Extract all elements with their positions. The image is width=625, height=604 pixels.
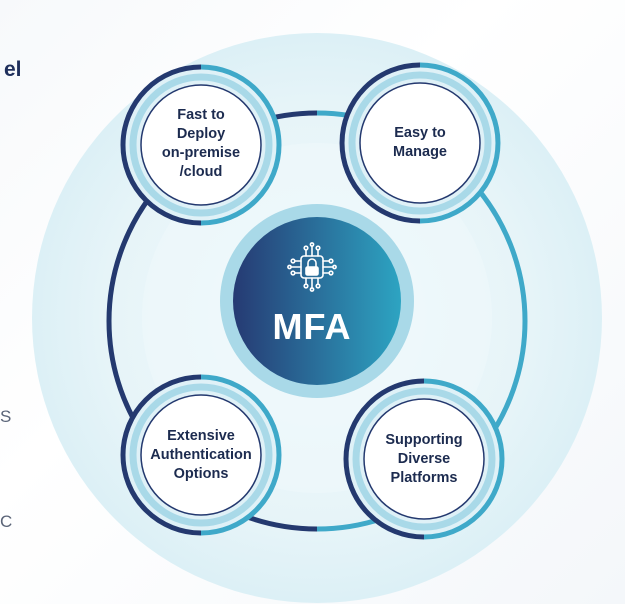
node-fast-deploy-circle [120,64,282,226]
node-label-line: on-premise [161,145,241,161]
node-label-line: Options [173,466,229,482]
node-auth-options-circle [120,374,282,536]
node-easy-manage-circle [339,62,501,224]
center-disc [233,217,401,385]
node-label-line: Extensive [167,428,235,444]
node-label-line: Diverse [397,451,451,467]
chip-lock-icon [287,242,337,292]
cropped-text-fragment: S [0,407,12,426]
node-label-line: Deploy [176,126,226,142]
node-diverse-platforms-circle [343,378,505,540]
node-label-line: Fast to [177,107,225,123]
node-label-auth-options: Extensive Authentication Options [143,427,259,484]
node-label-diverse-platforms: Supporting Diverse Platforms [366,431,482,488]
node-label-fast-deploy: Fast to Deploy on-premise /cloud [143,106,259,182]
cropped-text-fragment: C [0,512,13,531]
node-label-line: Platforms [390,470,458,486]
node-label-line: Supporting [385,432,463,448]
node-label-line: Easy to [394,125,446,141]
node-label-line: Manage [393,144,447,160]
cropped-heading-fragment: el [4,58,22,81]
node-label-line: /cloud [179,164,223,180]
node-label-easy-manage: Easy to Manage [362,124,478,162]
node-label-line: Authentication [150,447,252,463]
mfa-center-label: MFA [272,306,352,347]
